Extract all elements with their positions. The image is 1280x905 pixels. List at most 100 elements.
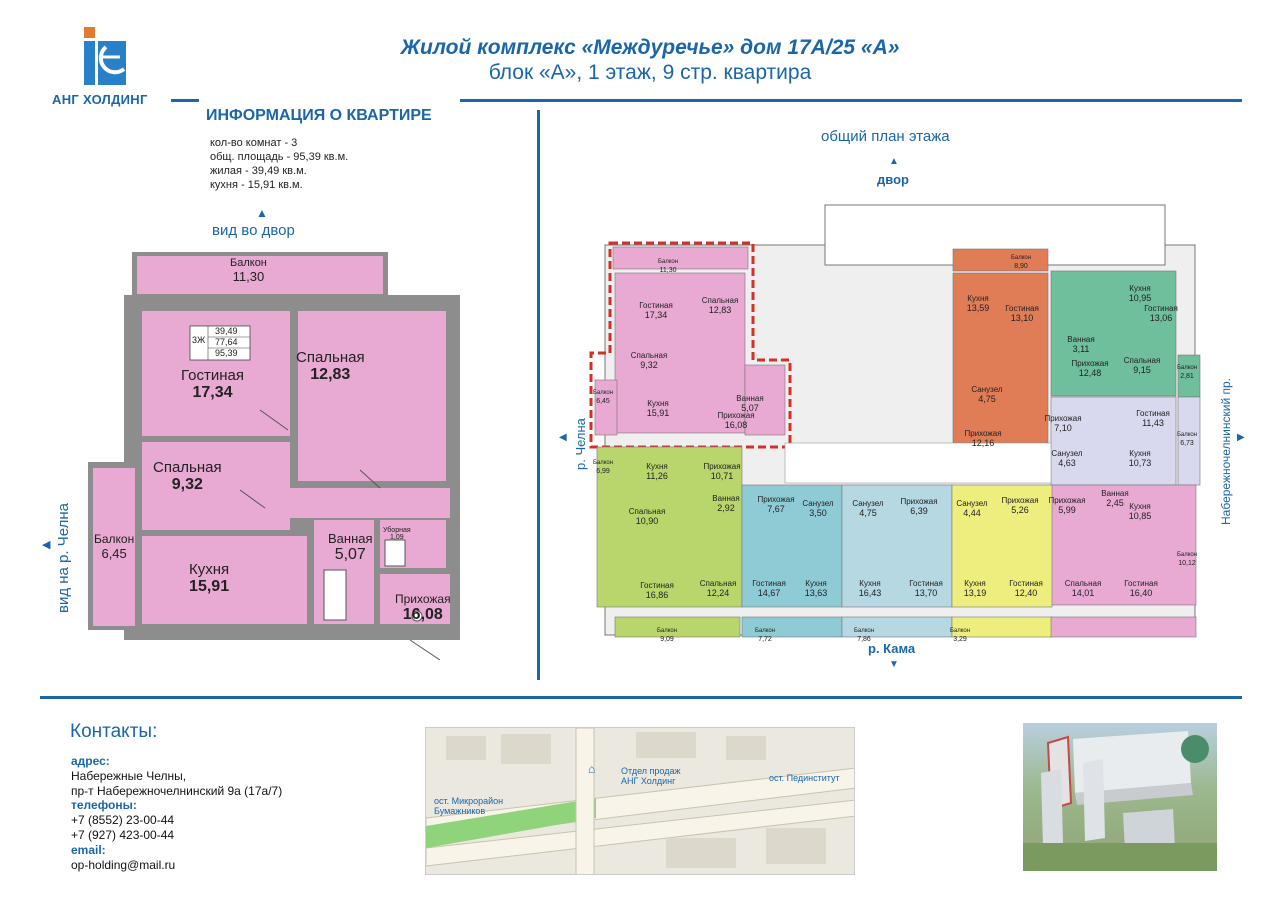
floor-room-name: Прихожая (964, 429, 1002, 438)
floor-room-name: Санузел (956, 499, 988, 508)
phone-2[interactable]: +7 (927) 423-00-44 (71, 828, 175, 842)
floor-room-name: Гостиная (752, 579, 786, 588)
floor-room-name: Спальная (1123, 356, 1161, 365)
floor-room-name: Балкон (1176, 432, 1198, 438)
floor-room-area: 11,30 (659, 266, 677, 274)
river-kama-label: р. Кама (868, 641, 916, 656)
floor-room-name: Кухня (1129, 449, 1151, 458)
floor-room-name: Спальная (628, 507, 666, 516)
floor-room-area: 7,86 (857, 635, 871, 643)
floor-room-area: 7,67 (767, 503, 785, 514)
floor-room-name: Прихожая (1001, 496, 1039, 505)
floor-room-area: 3,50 (809, 507, 827, 518)
floor-room-area: 10,71 (710, 470, 734, 481)
location-map[interactable] (425, 727, 855, 875)
floor-room-name: Кухня (1129, 284, 1151, 293)
floor-room-name: Прихожая (1071, 359, 1109, 368)
floor-room-name: Балкон (853, 628, 875, 634)
floor-room-name: Прихожая (703, 462, 741, 471)
map-sales-office-label: Отдел продаж АНГ Холдинг (621, 766, 681, 786)
floor-room-area: 15,91 (646, 407, 670, 418)
floor-room-area: 11,43 (1142, 417, 1164, 428)
floor-room-area: 16,08 (724, 419, 748, 430)
map-stop-microdistrict: ост. Микрорайон Бумажников (434, 796, 504, 816)
logo-text: АНГ ХОЛДИНГ (52, 92, 148, 107)
phone-1[interactable]: +7 (8552) 23-00-44 (71, 813, 175, 827)
floor-room-area: 4,75 (978, 393, 996, 404)
floor-room-area: 9,15 (1133, 364, 1151, 375)
floor-room-name: Санузел (971, 385, 1003, 394)
floor-room-area: 6,99 (596, 467, 610, 475)
email-link[interactable]: op-holding@mail.ru (71, 858, 176, 872)
aerial-buildings (1023, 731, 1217, 871)
floor-room-area: 13,70 (914, 587, 938, 598)
arrow-left-icon: ◀ (42, 539, 51, 551)
floor-room-area: 8,90 (1014, 262, 1028, 270)
floor-room-name: Гостиная (639, 301, 673, 310)
section-divider-vertical (537, 110, 540, 680)
apartment-plan (88, 252, 460, 660)
floor-room-name: Балкон (1176, 552, 1198, 558)
page-subtitle: блок «А», 1 этаж, 9 стр. квартира (488, 61, 812, 84)
floor-room-name: Прихожая (757, 495, 795, 504)
aerial-image (1023, 723, 1217, 871)
floor-room-name: Ванная (1067, 335, 1095, 344)
floor-room-name: Кухня (805, 579, 827, 588)
floor-room-area: 10,85 (1128, 510, 1152, 521)
floor-room-area: 12,24 (706, 587, 730, 598)
badge-v3: 95,39 (215, 348, 238, 358)
apartment-info-heading: ИНФОРМАЦИЯ О КВАРТИРЕ (206, 107, 432, 124)
floor-room-area: 13,63 (804, 587, 828, 598)
info-total-area: общ. площадь - 95,39 кв.м. (210, 151, 349, 163)
floor-room-name: Балкон (754, 628, 776, 634)
floor-room-name: Балкон (1176, 365, 1198, 371)
ang-holding-logo-icon (84, 27, 126, 85)
floor-room-area: 16,86 (645, 589, 669, 600)
floor-room-area: 16,43 (858, 587, 882, 598)
floor-room-area: 2,81 (1180, 372, 1194, 380)
floor-room-name: Балкон (949, 628, 971, 634)
arrow-down-icon: ▼ (889, 659, 899, 670)
yard-label: двор (877, 172, 909, 187)
floor-room-name: Балкон (657, 259, 679, 265)
floor-room-name: Гостиная (1124, 579, 1158, 588)
floor-room-area: 14,67 (757, 587, 781, 598)
floor-room-area: 14,01 (1071, 587, 1095, 598)
floor-room-name: Спальная (699, 579, 737, 588)
floor-plan-title: общий план этажа (821, 128, 950, 145)
